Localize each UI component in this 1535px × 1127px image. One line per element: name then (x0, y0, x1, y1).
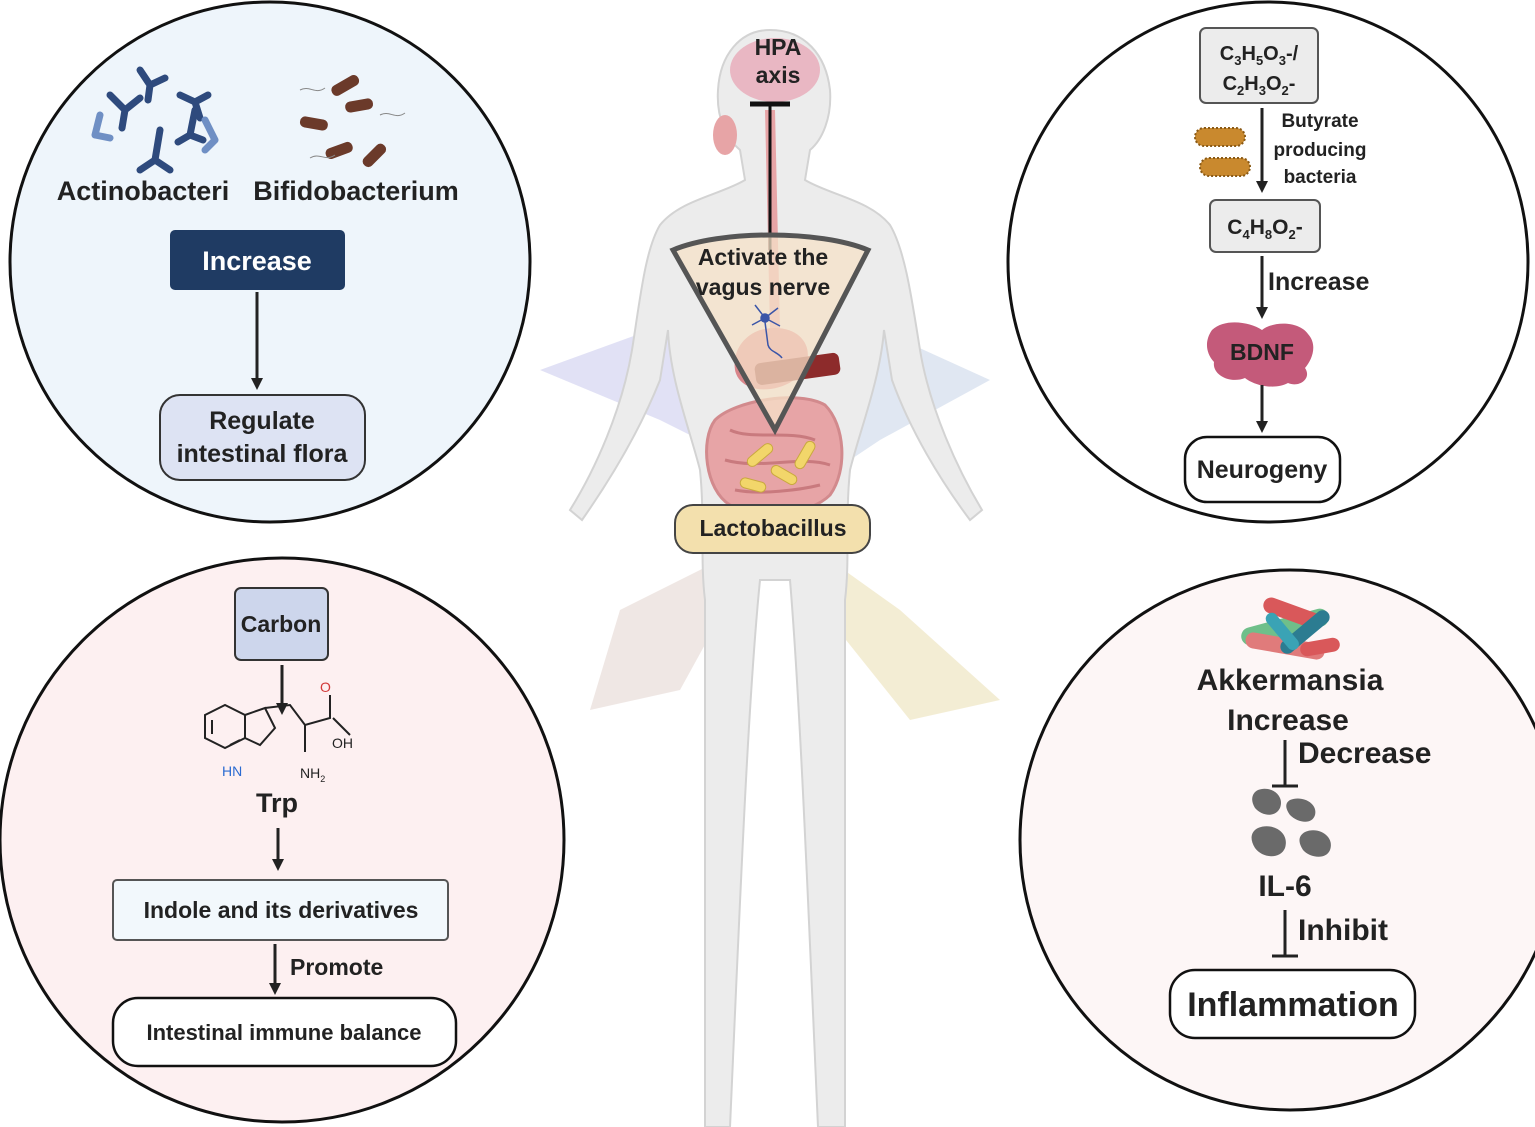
akkermansia-cluster-icon (1241, 597, 1340, 660)
butyrate-bacteria-line1: Butyrate (1281, 111, 1358, 132)
carbon-label: Carbon (241, 611, 322, 637)
vagus-label-line2: vagus nerve (696, 274, 830, 300)
vagus-label-line1: Activate the (698, 244, 828, 270)
center-labels: HPA axis Activate the vagus nerve Lactob… (674, 34, 871, 554)
regulate-box (159, 394, 366, 481)
mouth-icon (713, 115, 737, 155)
bifidobacterium-label: Bifidobacterium (253, 176, 459, 206)
bottom-left-circle (0, 556, 566, 1124)
trp-label: Trp (256, 788, 298, 818)
bdnf-protein-icon (1206, 322, 1314, 387)
il6-cytokine-icon (1251, 788, 1331, 857)
akkermansia-label: Akkermansia (1197, 664, 1384, 697)
increase-box-label: Increase (202, 246, 312, 276)
arrow-to-bottom-right (830, 560, 1000, 720)
carbon-box (234, 587, 329, 661)
actinobacteri-label: Actinobacteri (57, 176, 230, 206)
indole-label: Indole and its derivatives (144, 897, 419, 923)
immune-balance-label: Intestinal immune balance (146, 1020, 421, 1045)
molecule-oh: OH (332, 735, 353, 751)
top-right-circle (1006, 0, 1530, 524)
il6-label: IL-6 (1258, 870, 1311, 903)
inhibit-label: Inhibit (1298, 914, 1388, 947)
molecule-nh2: NH2 (300, 765, 325, 784)
lactobacillus-box (674, 504, 871, 554)
vagus-nerve-wedge (669, 232, 872, 436)
butyrate-label: C4H8O2- (1227, 216, 1302, 242)
increase-label: Increase (1268, 268, 1370, 296)
lactobacillus-label: Lactobacillus (700, 515, 847, 541)
molecule-o: O (320, 679, 331, 695)
molecule-hn: HN (222, 763, 242, 779)
neurogeny-label: Neurogeny (1197, 456, 1328, 484)
butyrate-bacteria-line3: bacteria (1284, 167, 1357, 188)
butyrate-box (1209, 199, 1321, 253)
arrow-to-bottom-left (590, 560, 735, 710)
substrate-box (1199, 27, 1319, 104)
regulate-label-line1: Regulate (209, 407, 315, 435)
substrate-line1: C3H5O3-/ (1220, 43, 1299, 68)
immune-balance-box (111, 996, 458, 1068)
bifidobacterium-icon (299, 74, 406, 168)
body-silhouette-icon (568, 28, 984, 1127)
hpa-label-line2: axis (756, 62, 801, 88)
bottom-right-panel: Akkermansia Increase Decrease IL-6 Inhib… (1018, 568, 1535, 1112)
inflammation-box (1168, 968, 1417, 1040)
butyrate-bacteria-icon (1194, 127, 1251, 177)
bdnf-label: BDNF (1230, 339, 1294, 365)
inflammation-label: Inflammation (1187, 986, 1399, 1024)
akkermansia-increase-label: Increase (1227, 704, 1349, 737)
brain-icon (730, 38, 820, 102)
bottom-left-panel: Carbon O OH HN NH2 Trp Indole and its de… (0, 556, 566, 1124)
neurogeny-box (1183, 435, 1342, 504)
regulate-label-line2: intestinal flora (177, 440, 349, 468)
substrate-line2: C2H3O2- (1223, 73, 1296, 98)
butyrate-bacteria-line2: producing (1274, 140, 1367, 161)
increase-box (170, 230, 345, 290)
actinobacteria-icon (91, 66, 219, 174)
tryptophan-molecule-icon (204, 695, 351, 752)
indole-box (112, 879, 449, 941)
top-right-panel: C3H5O3-/ C2H3O2- Butyrate producing bact… (1006, 0, 1530, 524)
neuron-icon (751, 304, 783, 359)
lactobacillus-rods-icon (739, 440, 816, 493)
top-left-panel: Actinobacteri Bifidobacterium Increase R… (8, 0, 532, 524)
promote-label: Promote (290, 954, 383, 980)
human-body (568, 28, 984, 1127)
decrease-label: Decrease (1298, 737, 1431, 770)
hpa-label-line1: HPA (755, 34, 802, 60)
